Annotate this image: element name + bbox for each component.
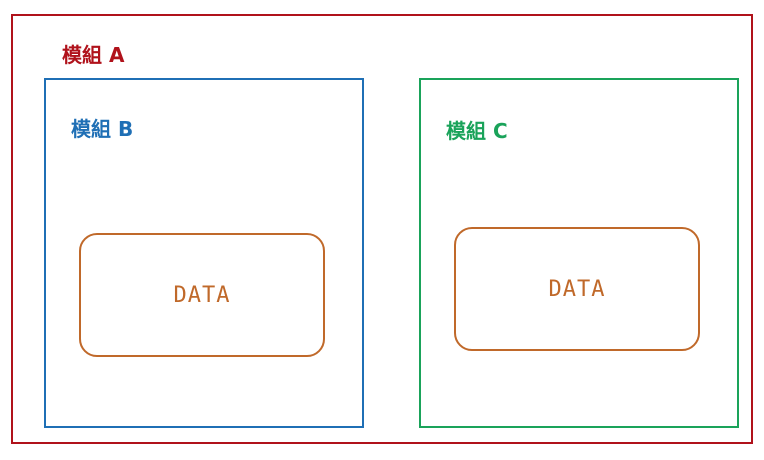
module-b-container: 模組 B DATA — [44, 78, 364, 428]
module-b-data-box: DATA — [79, 233, 325, 357]
module-b-data-label: DATA — [173, 282, 231, 308]
module-c-label: 模組 C — [446, 119, 508, 143]
module-c-container: 模組 C DATA — [419, 78, 739, 428]
module-a-container: 模組 A — [11, 14, 753, 444]
module-a-label: 模組 A — [62, 43, 125, 67]
module-b-label: 模組 B — [71, 117, 134, 141]
module-c-data-label: DATA — [548, 276, 606, 302]
module-c-data-box: DATA — [454, 227, 700, 351]
